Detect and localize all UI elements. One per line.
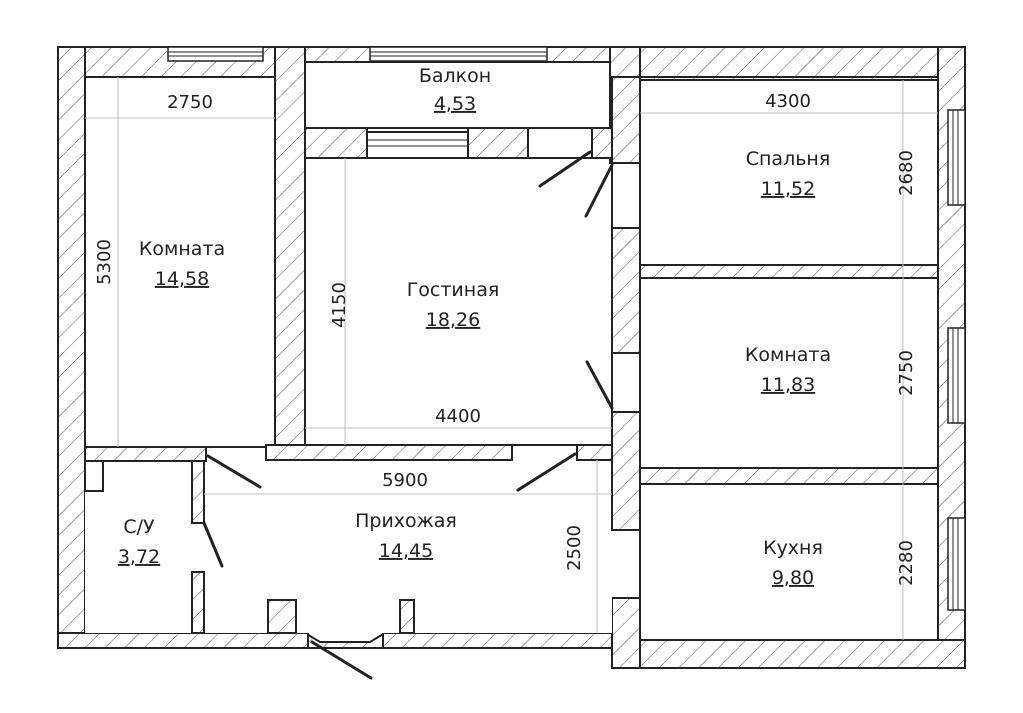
- room-left-name: Комната: [139, 238, 225, 260]
- outer-wall-bottom-mid: [382, 632, 613, 649]
- balcony-step-mid: [467, 127, 529, 159]
- balcony-wall-left: [274, 46, 306, 446]
- hall-area: 14,45: [379, 540, 433, 562]
- window-right-room: [947, 327, 966, 424]
- room-right-area: 11,83: [761, 374, 815, 396]
- dim-bedroom-height: 2680: [896, 150, 917, 196]
- bathroom-name: С/У: [123, 516, 155, 538]
- door-entrance: [310, 640, 373, 680]
- bedroom-floor: [639, 79, 939, 266]
- balcony-floor: [304, 61, 611, 129]
- door-bathroom: [202, 521, 224, 568]
- balcony-area: 4,53: [434, 93, 476, 115]
- bathroom-wall-right-top: [191, 460, 205, 524]
- column-lower: [611, 411, 641, 531]
- partition-bedroom-room: [639, 264, 939, 279]
- bedroom-name: Спальня: [746, 148, 831, 170]
- door-room-left: [206, 454, 262, 489]
- outer-wall-bottom-right: [611, 639, 966, 669]
- hall-wall-top-far: [576, 444, 613, 461]
- dim-room-left-width: 2750: [167, 92, 213, 113]
- window-right-bedroom: [947, 109, 966, 206]
- dim-bedroom-width: 4300: [765, 91, 811, 112]
- hall-wall-top-right: [265, 444, 513, 461]
- living-area: 18,26: [426, 309, 480, 331]
- room-right-name: Комната: [745, 344, 831, 366]
- dim-room-right-height: 2750: [896, 350, 917, 396]
- kitchen-area: 9,80: [772, 567, 814, 589]
- bathroom-area: 3,72: [118, 546, 160, 568]
- hall-pillar-left: [267, 599, 297, 634]
- balcony-window-ledge: [366, 131, 469, 159]
- door-living: [516, 452, 577, 492]
- partition-room-kitchen: [639, 467, 939, 485]
- window-right-kitchen: [947, 517, 966, 611]
- dim-living-height: 4150: [329, 282, 350, 328]
- window-top-left: [167, 46, 264, 62]
- balcony-step-left: [304, 127, 368, 159]
- kitchen-floor: [639, 483, 939, 641]
- column-upper: [611, 227, 641, 354]
- dim-room-left-height: 5300: [94, 239, 115, 285]
- hall-pillar-right: [399, 599, 415, 634]
- hall-floor: [85, 460, 612, 633]
- bathroom-wall-right-bottom: [191, 571, 205, 634]
- hall-name: Прихожая: [355, 510, 457, 532]
- outer-wall-left: [57, 46, 86, 649]
- kitchen-corner-wall: [611, 597, 641, 669]
- room-right-floor: [639, 277, 939, 469]
- column-top: [611, 76, 641, 164]
- door-room-right: [585, 360, 614, 410]
- bedroom-area: 11,52: [761, 178, 815, 200]
- dim-living-width: 4400: [435, 406, 481, 427]
- balcony-name: Балкон: [419, 65, 491, 87]
- room-left-floor: [84, 76, 276, 448]
- door-bedroom: [584, 163, 614, 218]
- door-balcony: [538, 150, 592, 188]
- room-left-area: 14,58: [155, 268, 209, 290]
- living-floor: [304, 157, 613, 446]
- bathroom-wall-top: [84, 446, 207, 462]
- outer-wall-bottom-left: [57, 632, 309, 649]
- dim-hall-width: 5900: [382, 470, 428, 491]
- kitchen-name: Кухня: [763, 537, 823, 559]
- dim-kitchen-height: 2280: [896, 540, 917, 586]
- window-top-balcony: [369, 46, 548, 62]
- bathroom-niche: [84, 460, 104, 492]
- living-name: Гостиная: [407, 279, 500, 301]
- dim-hall-height: 2500: [564, 525, 585, 571]
